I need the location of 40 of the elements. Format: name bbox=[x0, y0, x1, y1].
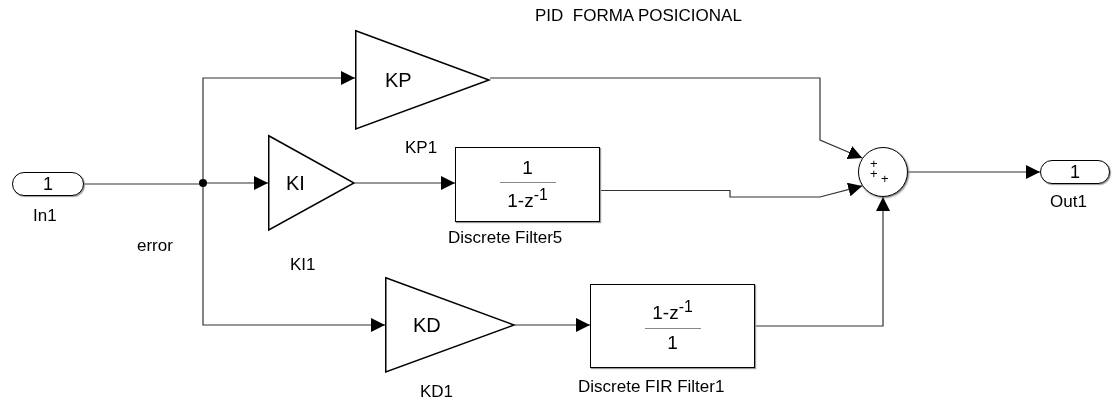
block-name: In1 bbox=[33, 206, 57, 226]
port-pill bbox=[1040, 160, 1110, 184]
gain-triangle bbox=[268, 135, 355, 231]
diagram-title: PID FORMA POSICIONAL bbox=[535, 6, 742, 26]
filter-block bbox=[455, 147, 600, 222]
gain-triangle bbox=[355, 30, 490, 130]
signal-line bbox=[489, 77, 863, 159]
block-name: Discrete Filter5 bbox=[448, 228, 563, 248]
filter-block bbox=[590, 284, 755, 368]
gain-label: KP bbox=[385, 68, 412, 92]
gain-triangle bbox=[385, 277, 515, 373]
port-pill bbox=[12, 172, 84, 196]
signal-line bbox=[599, 182, 863, 198]
gain-label: KD bbox=[413, 313, 441, 337]
block-name: KD1 bbox=[420, 382, 454, 402]
block-name: KI1 bbox=[290, 255, 316, 275]
sign-label: + bbox=[870, 167, 878, 180]
block-name: Out1 bbox=[1050, 192, 1087, 212]
signal-line bbox=[354, 176, 456, 190]
junction-dot bbox=[199, 179, 207, 187]
signal-line bbox=[206, 176, 269, 190]
denominator: 1 bbox=[667, 331, 678, 354]
port-number: 1 bbox=[1070, 161, 1080, 183]
signal-name: error bbox=[137, 236, 173, 256]
gain-label: KI bbox=[286, 171, 305, 195]
numerator: 1 bbox=[522, 157, 533, 179]
denominator: 1-z$^{-1}$ bbox=[507, 185, 548, 212]
sign-label: + bbox=[881, 172, 889, 185]
signal-line bbox=[202, 71, 356, 180]
signal-line bbox=[514, 318, 591, 332]
numerator: 1-z$^{-1}$ bbox=[652, 298, 693, 325]
port-number: 1 bbox=[43, 173, 53, 195]
signal-line bbox=[202, 186, 386, 332]
block-name: KP1 bbox=[405, 138, 438, 158]
sign-label: + bbox=[870, 157, 878, 170]
signal-line bbox=[907, 165, 1041, 179]
signal-line bbox=[83, 183, 200, 185]
block-name: Discrete FIR Filter1 bbox=[578, 377, 725, 397]
sum-circle bbox=[858, 147, 908, 197]
signal-line bbox=[754, 196, 890, 327]
